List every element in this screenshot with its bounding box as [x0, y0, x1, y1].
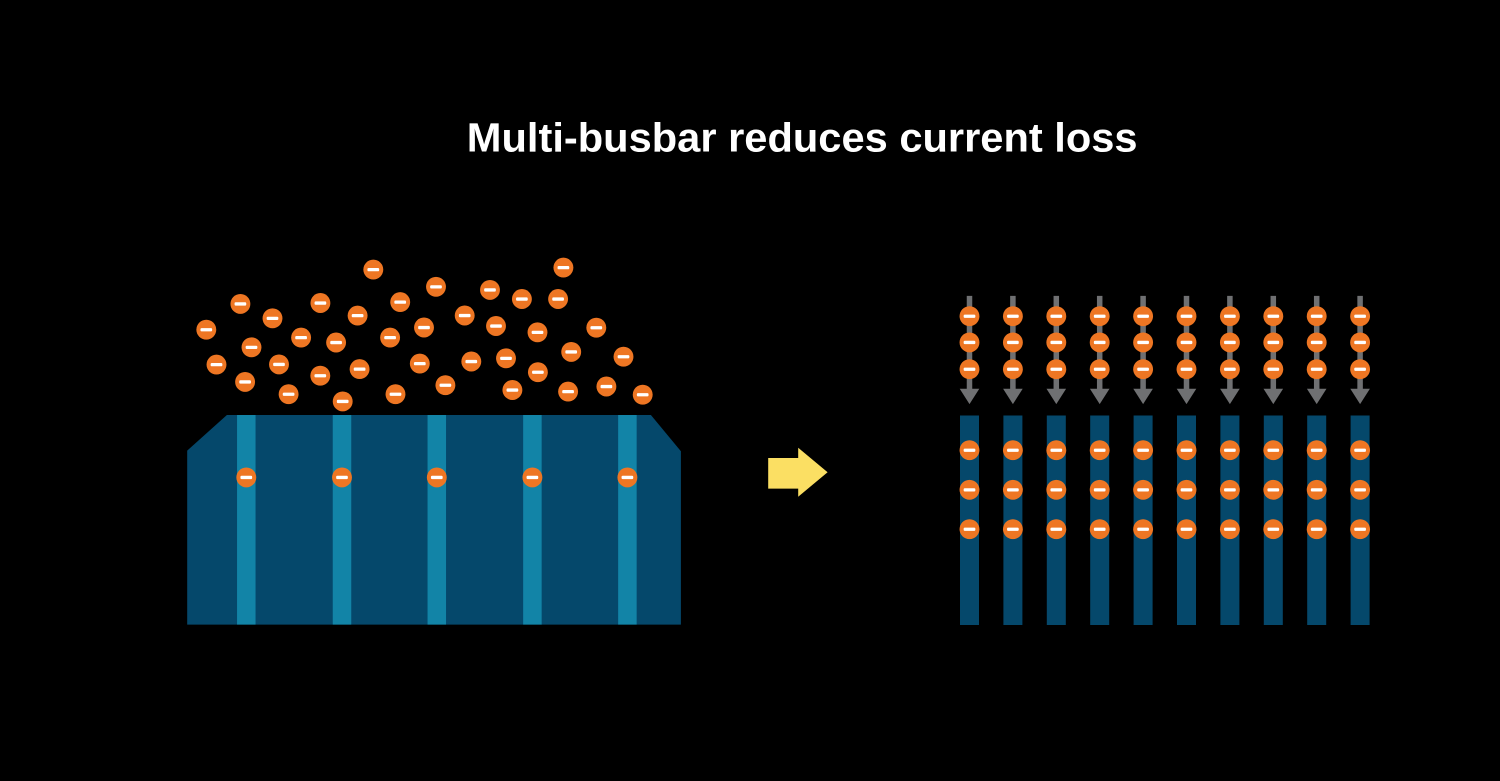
svg-text:Multi-busbar reduces current l: Multi-busbar reduces current loss	[467, 115, 1138, 161]
